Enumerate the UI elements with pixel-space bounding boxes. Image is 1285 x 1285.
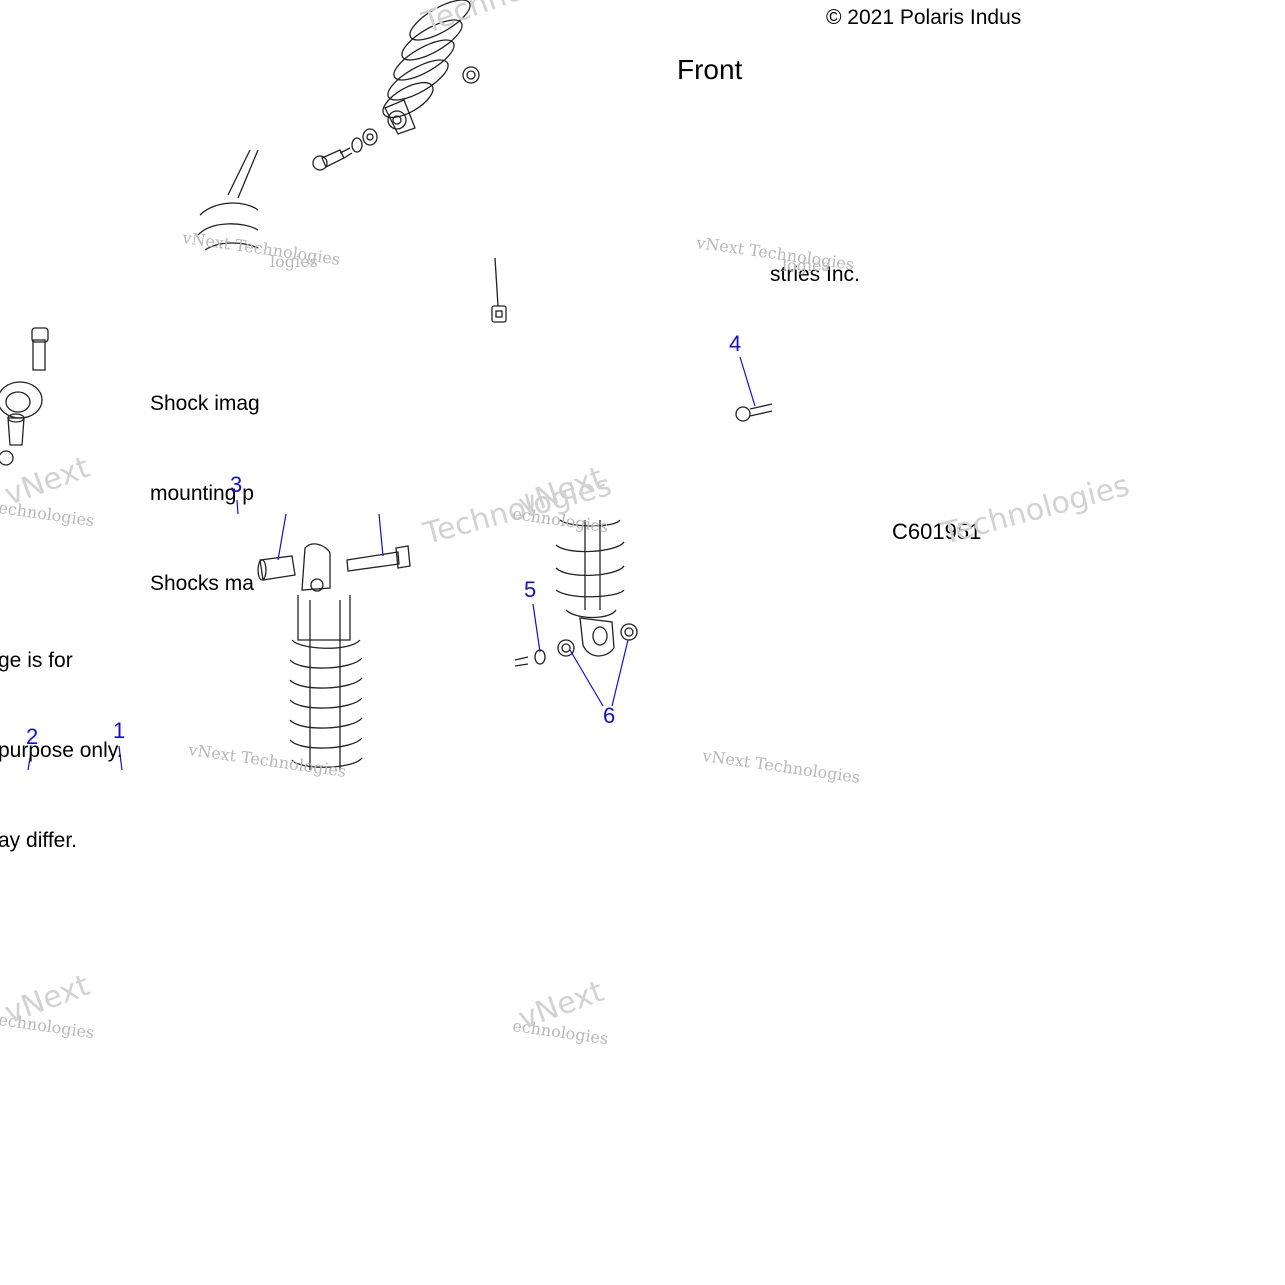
center-nut <box>491 257 507 323</box>
view-label-front: Front <box>677 54 743 85</box>
center-shock <box>257 543 363 770</box>
copyright-tail-text: stries Inc. <box>770 263 860 286</box>
note-right-line-3: ay differ. <box>0 829 77 852</box>
top-mount-bolt <box>312 128 378 171</box>
center-bolt <box>346 545 411 572</box>
drawing-code: C601951 <box>892 519 982 544</box>
callout-3: 3 <box>230 472 243 497</box>
callout-2: 2 <box>26 724 39 749</box>
copyright-text: © 2021 Polaris Indus <box>826 6 1022 29</box>
callout-6: 6 <box>603 703 616 728</box>
shock-note-left: Shock imag mounting p Shocks ma <box>150 329 260 629</box>
callout-1: 1 <box>113 718 126 743</box>
left-shock-top-fragment <box>197 149 259 251</box>
right-shock <box>514 519 638 667</box>
shock-note-right: ge is for purpose only. ay differ. <box>0 586 123 886</box>
note-right-line-1: ge is for <box>0 649 73 672</box>
top-nut <box>462 66 480 84</box>
left-bolt <box>0 327 49 466</box>
note-left-line-2: mounting p <box>150 482 254 505</box>
note-right-line-2: purpose only. <box>0 739 123 762</box>
note-left-line-1: Shock imag <box>150 392 260 415</box>
leader-lines <box>27 356 756 771</box>
watermark-17: logies <box>782 256 830 275</box>
watermark-16: logies <box>270 252 318 271</box>
callout-4: 4 <box>729 331 742 356</box>
bolt-4 <box>735 403 773 422</box>
top-shock-coil <box>382 0 471 135</box>
callout-5: 5 <box>524 577 537 602</box>
note-left-line-3: Shocks ma <box>150 572 254 595</box>
